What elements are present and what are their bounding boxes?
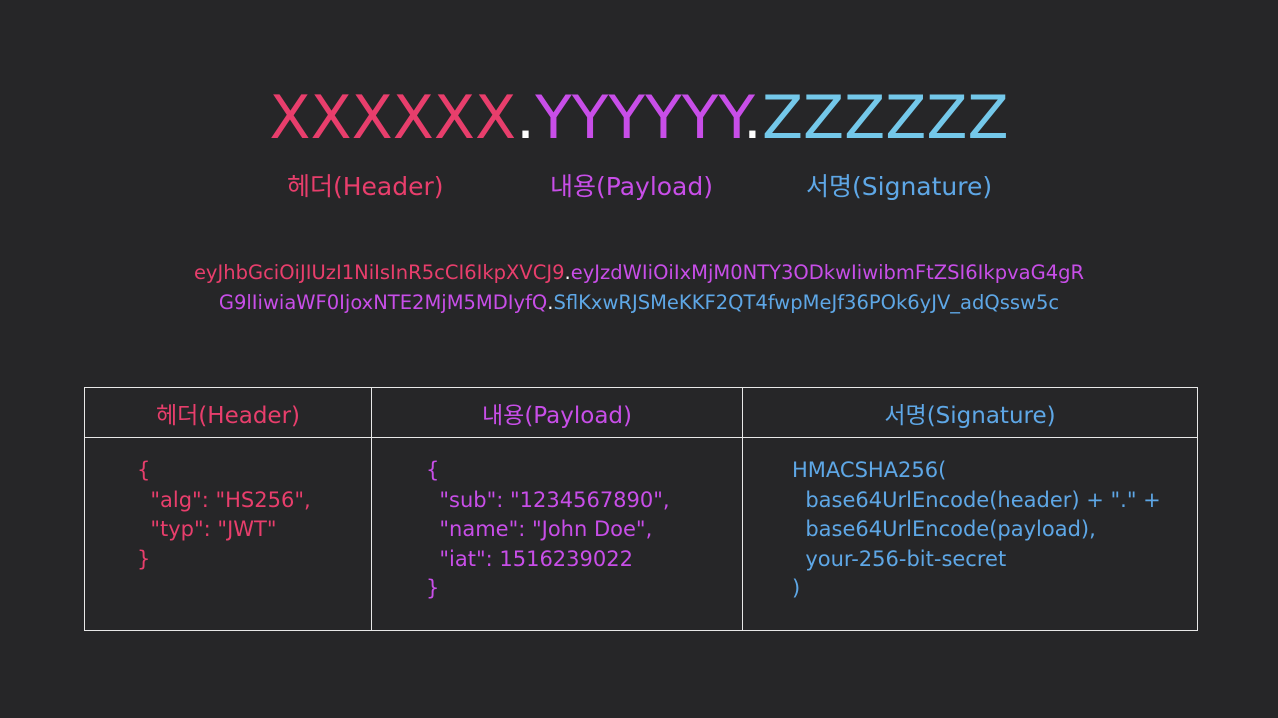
token-payload-line1: eyJzdWIiOiIxMjM0NTY3ODkwIiwibmFtZSI6Ikpv…	[570, 261, 1085, 284]
header-cell: { "alg": "HS256", "typ": "JWT" }	[84, 437, 372, 631]
title-dot-1: .	[516, 83, 536, 153]
jwt-parts-table: 헤더(Header) 내용(Payload) 서명(Signature) { "…	[84, 387, 1198, 631]
signature-formula: HMACSHA256( base64UrlEncode(header) + ".…	[792, 458, 1161, 600]
token-line-2: G9lIiwiaWF0IjoxNTE2MjM5MDIyfQ.SflKxwRJSM…	[0, 288, 1278, 318]
table-header-payload: 내용(Payload)	[371, 387, 743, 438]
title-header-part: XXXXXX	[269, 83, 517, 153]
table-row: { "alg": "HS256", "typ": "JWT" } { "sub"…	[84, 437, 1198, 631]
jwt-structure-title: XXXXXX.YYYYYY.ZZZZZZ	[0, 82, 1278, 154]
title-dot-2: .	[742, 83, 762, 153]
label-header: 헤더(Header)	[287, 172, 444, 201]
title-payload-part: YYYYYY	[535, 83, 743, 153]
table-header-row: 헤더(Header) 내용(Payload) 서명(Signature)	[84, 387, 1198, 438]
token-dot-2: .	[547, 291, 554, 314]
label-signature: 서명(Signature)	[806, 172, 993, 201]
title-signature-part: ZZZZZZ	[761, 83, 1009, 153]
token-signature: SflKxwRJSMeKKF2QT4fwpMeJf36POk6yJV_adQss…	[553, 291, 1060, 314]
token-header: eyJhbGciOiJIUzI1NiIsInR5cCI6IkpXVCJ9	[193, 261, 565, 284]
payload-json: { "sub": "1234567890", "name": "John Doe…	[426, 458, 670, 600]
part-labels: 헤더(Header) 내용(Payload) 서명(Signature)	[0, 167, 1278, 207]
token-dot-1: .	[564, 261, 571, 284]
signature-cell: HMACSHA256( base64UrlEncode(header) + ".…	[742, 437, 1198, 631]
table-header-header: 헤더(Header)	[84, 387, 372, 438]
label-payload: 내용(Payload)	[550, 172, 714, 201]
payload-cell: { "sub": "1234567890", "name": "John Doe…	[371, 437, 743, 631]
encoded-token: eyJhbGciOiJIUzI1NiIsInR5cCI6IkpXVCJ9.eyJ…	[0, 258, 1278, 318]
token-payload-line2: G9lIiwiaWF0IjoxNTE2MjM5MDIyfQ	[218, 291, 548, 314]
token-line-1: eyJhbGciOiJIUzI1NiIsInR5cCI6IkpXVCJ9.eyJ…	[0, 258, 1278, 288]
header-json: { "alg": "HS256", "typ": "JWT" }	[137, 458, 311, 571]
table-header-signature: 서명(Signature)	[742, 387, 1198, 438]
